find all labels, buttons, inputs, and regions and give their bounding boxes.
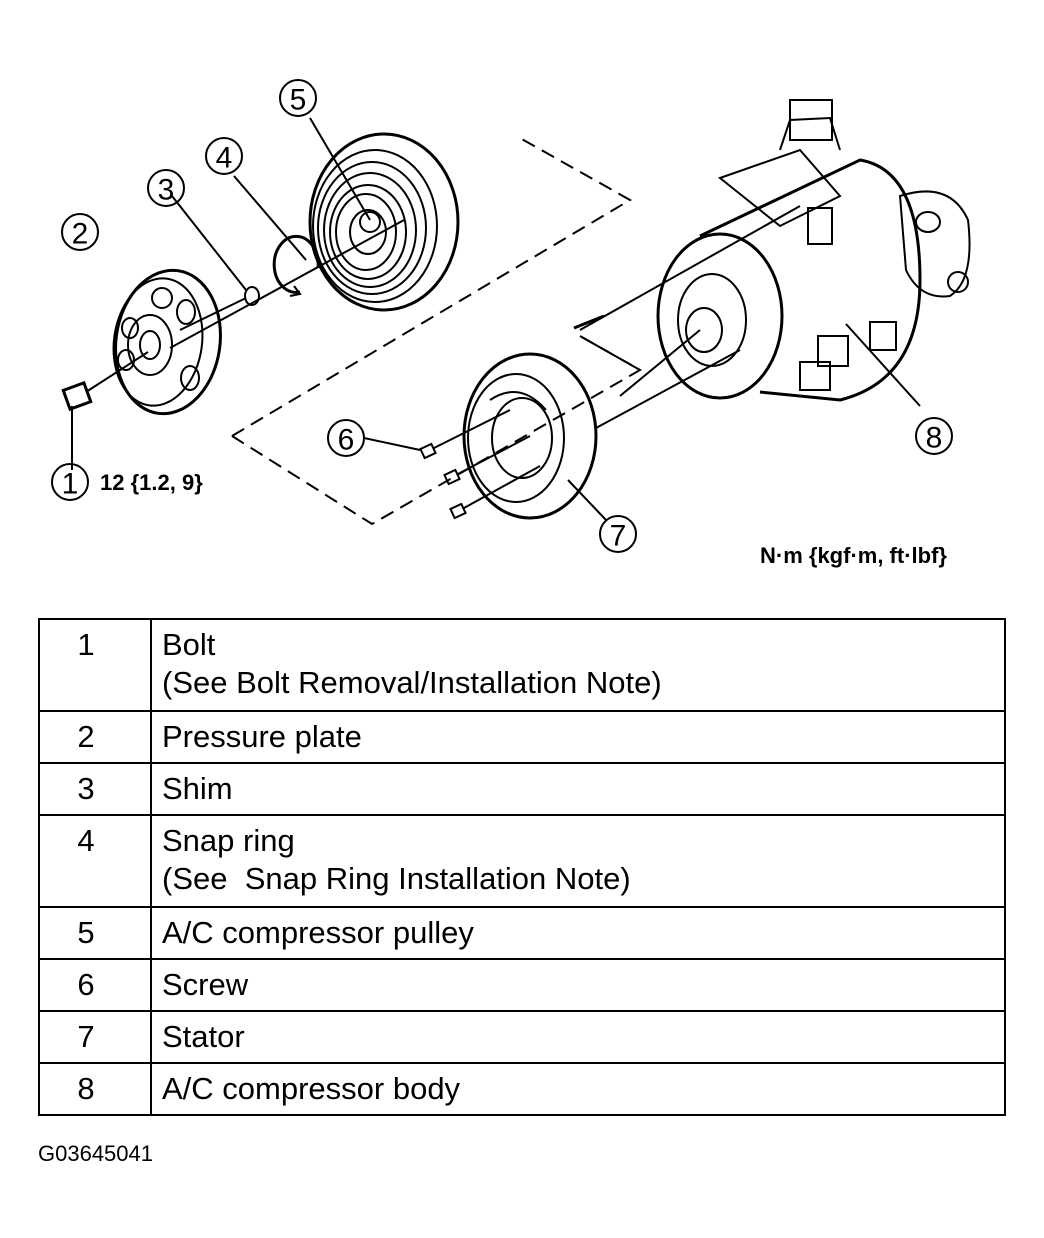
part-name: Bolt <box>162 627 216 662</box>
part-number: 5 <box>38 906 152 960</box>
callout-7: 7 <box>610 520 627 553</box>
part-number: 1 <box>38 618 152 712</box>
part-note: (See Snap Ring Installation Note) <box>162 861 631 896</box>
part-number: 6 <box>38 958 152 1012</box>
callout-1: 1 <box>62 468 79 501</box>
table-row: 7 Stator <box>38 1010 1006 1064</box>
table-row: 1 Bolt (See Bolt Removal/Installation No… <box>38 618 1006 712</box>
callout-5: 5 <box>290 84 307 117</box>
bolt-part <box>61 351 149 470</box>
part-note: (See Bolt Removal/Installation Note) <box>162 665 662 700</box>
table-row: 6 Screw <box>38 958 1006 1012</box>
part-number: 2 <box>38 710 152 764</box>
part-name: Snap ring <box>162 823 295 858</box>
part-name: A/C compressor body <box>150 1062 1006 1116</box>
screw-parts <box>363 409 541 520</box>
part-name: Shim <box>150 762 1006 816</box>
callout-2: 2 <box>72 218 89 251</box>
part-description: Snap ring (See Snap Ring Installation No… <box>150 814 1006 908</box>
callout-8: 8 <box>926 422 943 455</box>
part-name: A/C compressor pulley <box>150 906 1006 960</box>
torque-spec: 12 {1.2, 9} <box>100 470 203 495</box>
table-row: 5 A/C compressor pulley <box>38 906 1006 960</box>
part-number: 3 <box>38 762 152 816</box>
torque-units: N·m {kgf·m, ft·lbf} <box>760 543 947 568</box>
parts-legend-table: 1 Bolt (See Bolt Removal/Installation No… <box>38 618 1006 1116</box>
pulley-part <box>169 117 460 349</box>
part-name: Stator <box>150 1010 1006 1064</box>
shim-part <box>171 195 260 331</box>
exploded-view-diagram: 1 2 3 4 5 6 7 8 <box>51 79 971 553</box>
part-name: Pressure plate <box>150 710 1006 764</box>
stator-part <box>462 352 607 521</box>
pressure-plate-part <box>112 268 222 416</box>
part-name: Screw <box>150 958 1006 1012</box>
table-row: 8 A/C compressor body <box>38 1062 1006 1116</box>
figure-id: G03645041 <box>38 1141 153 1166</box>
part-number: 8 <box>38 1062 152 1116</box>
compressor-body-part <box>573 99 971 407</box>
callout-3: 3 <box>158 174 175 207</box>
table-row: 2 Pressure plate <box>38 710 1006 764</box>
callout-6: 6 <box>338 424 355 457</box>
part-description: Bolt (See Bolt Removal/Installation Note… <box>150 618 1006 712</box>
table-row: 3 Shim <box>38 762 1006 816</box>
callout-4: 4 <box>216 142 233 175</box>
table-row: 4 Snap ring (See Snap Ring Installation … <box>38 814 1006 908</box>
part-number: 4 <box>38 814 152 908</box>
part-number: 7 <box>38 1010 152 1064</box>
snap-ring-part <box>233 175 320 297</box>
